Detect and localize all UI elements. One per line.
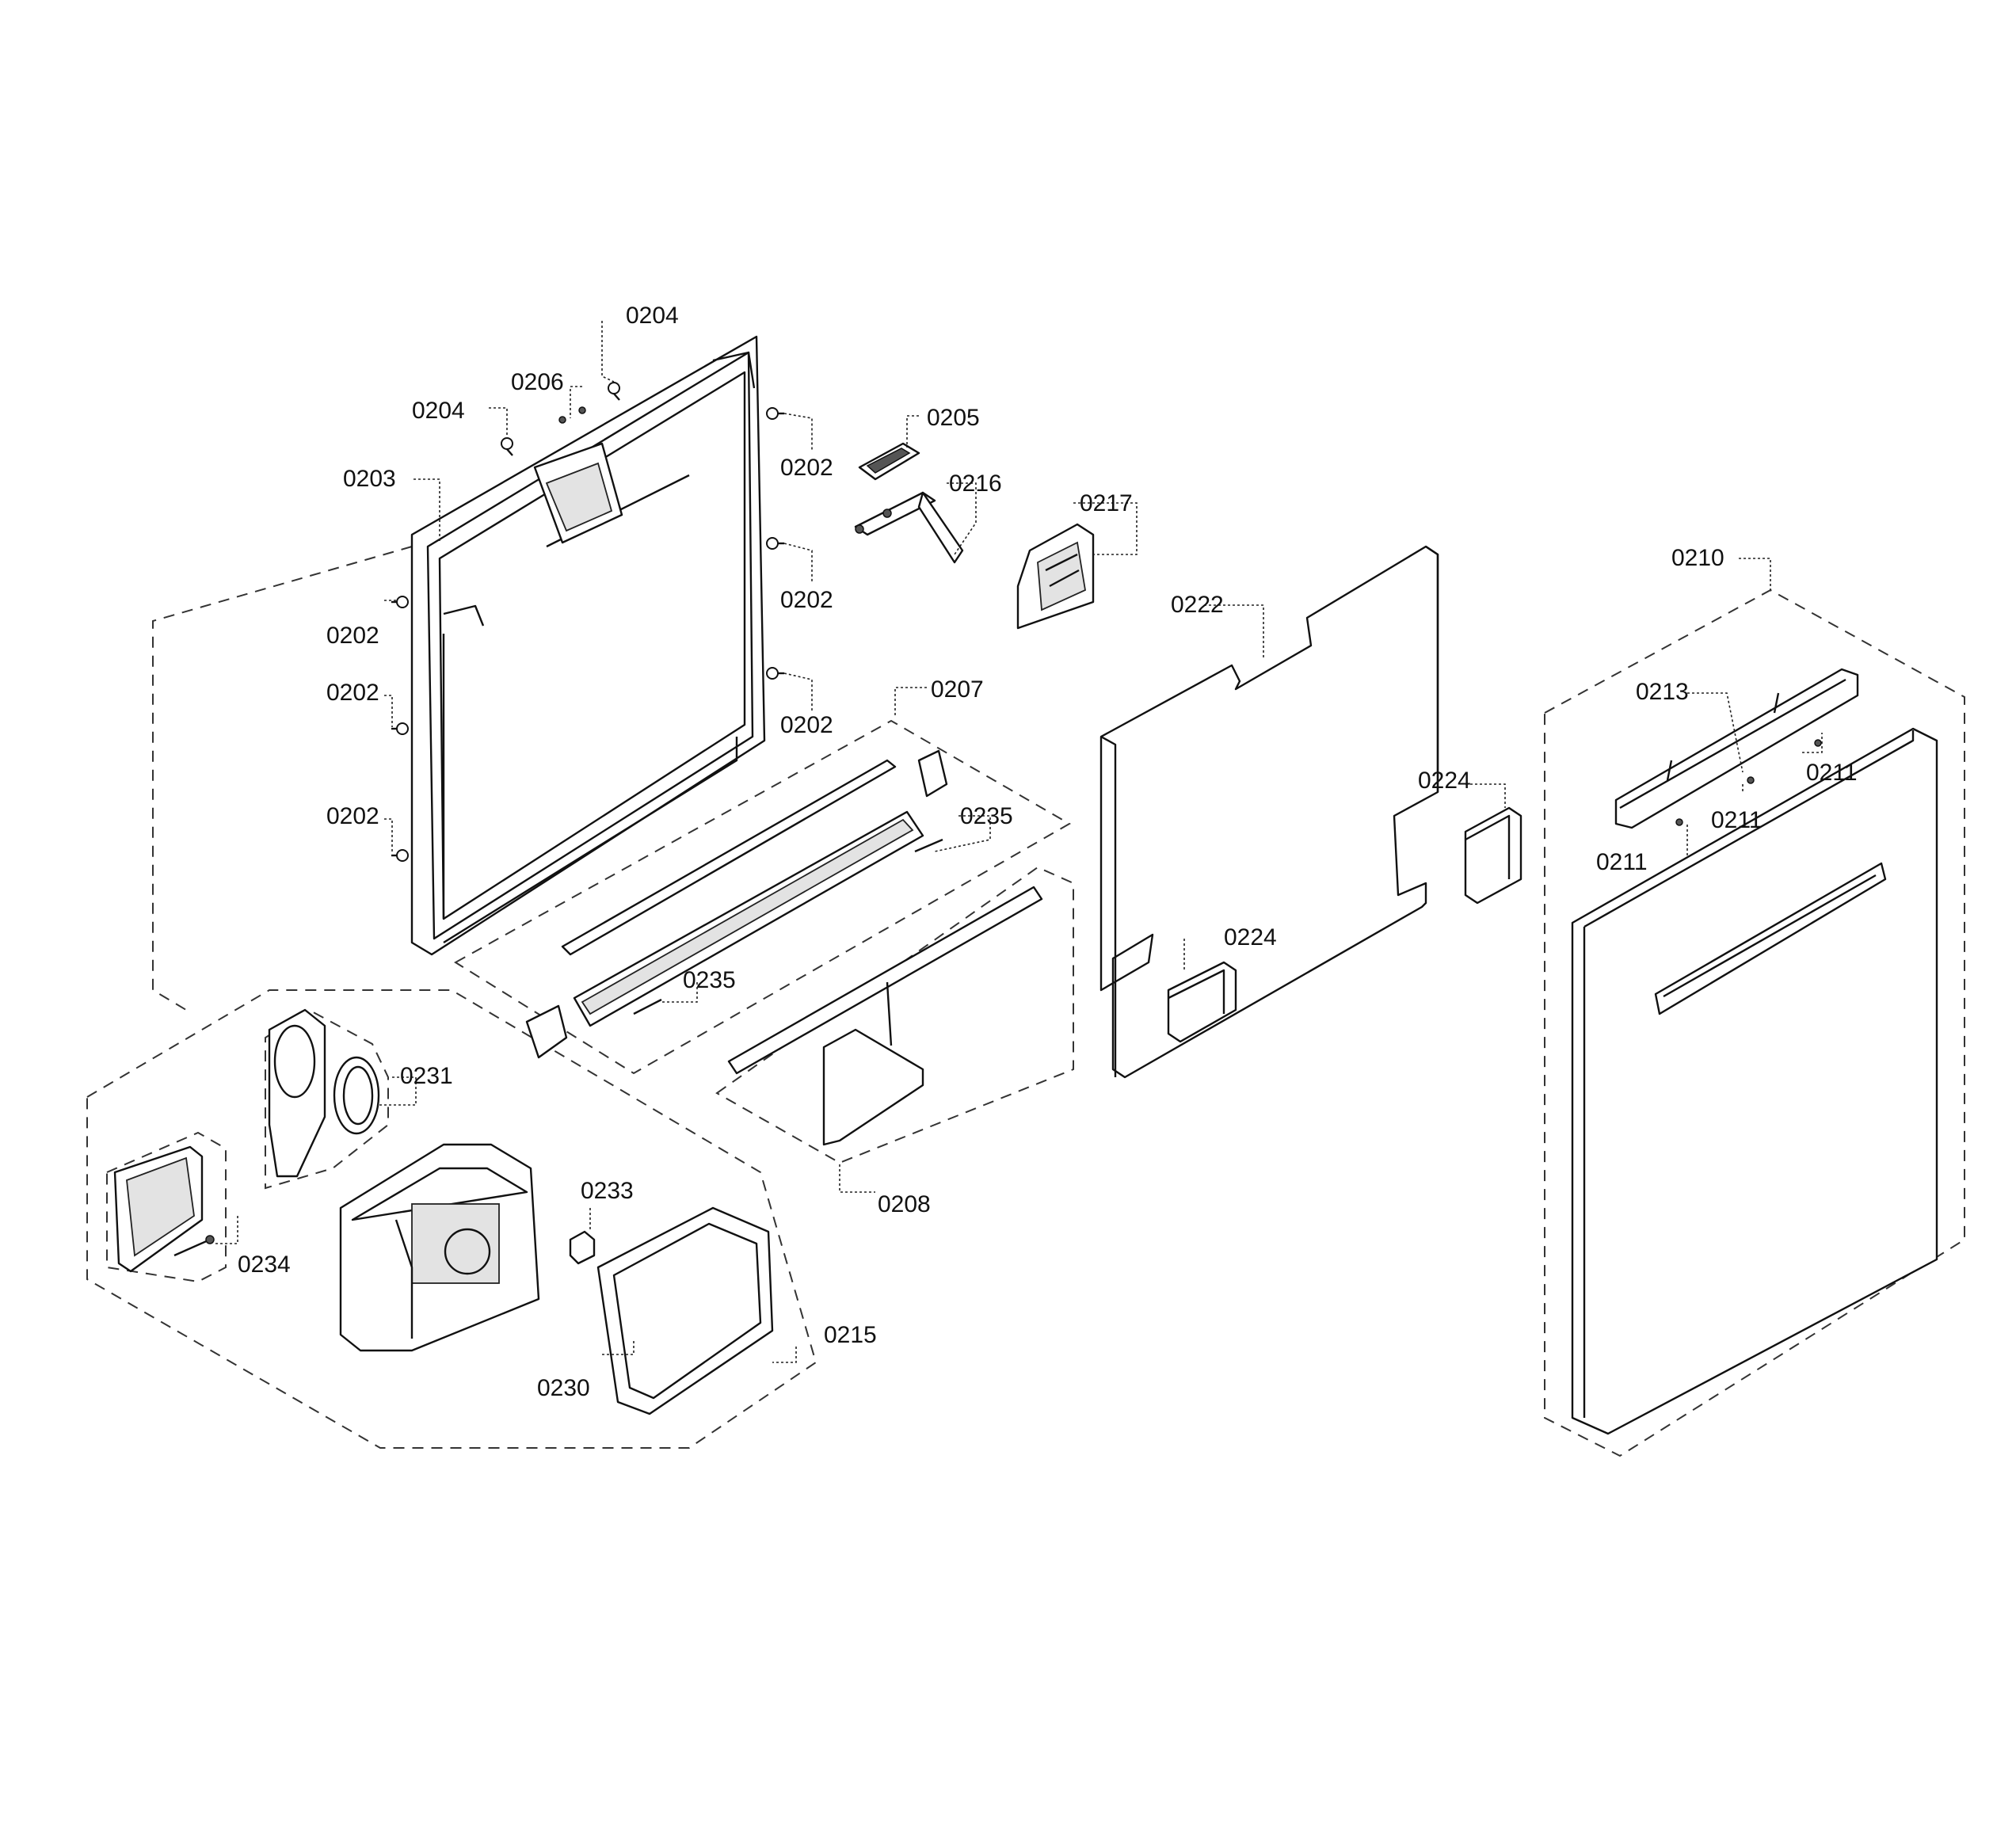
gasket-ring-0231 <box>333 1056 380 1135</box>
label-0205: 0205 <box>927 405 980 431</box>
label-0224: 0224 <box>1224 924 1277 951</box>
label-0207: 0207 <box>931 676 984 703</box>
label-0206: 0206 <box>511 369 564 395</box>
label-0234: 0234 <box>238 1251 291 1278</box>
insulation-panel-0222 <box>1099 545 1439 1079</box>
outer-door-panel-0210 <box>1571 727 1938 1435</box>
group-0231-outline <box>265 1008 389 1190</box>
label-0222: 0222 <box>1171 592 1224 618</box>
part-labels: 0204 0206 0204 0203 0202 0202 0202 0202 … <box>238 303 1858 1401</box>
label-0202: 0202 <box>326 803 379 829</box>
label-0202: 0202 <box>780 455 833 481</box>
hinge-bracket-0216 <box>854 491 964 564</box>
housing-0231 <box>268 1008 326 1178</box>
label-0215: 0215 <box>824 1322 877 1348</box>
group-outlines <box>86 546 1965 1457</box>
insulation-block-0224-b <box>1167 961 1237 1043</box>
label-0233: 0233 <box>581 1178 634 1204</box>
screw-icon <box>391 596 409 608</box>
group-0208-outline <box>715 866 1074 1164</box>
vent-cover-0217 <box>1016 523 1095 630</box>
screw-icon <box>766 667 784 680</box>
inner-door-liner-0203 <box>410 335 766 956</box>
label-0224: 0224 <box>1418 768 1471 794</box>
label-0211: 0211 <box>1711 807 1763 833</box>
label-0203: 0203 <box>343 466 396 492</box>
hinge-rail-0207 <box>525 749 948 1059</box>
label-0230: 0230 <box>537 1375 590 1401</box>
dispenser-gasket-0230 <box>596 1206 774 1415</box>
label-0208: 0208 <box>878 1191 931 1217</box>
screws <box>391 382 784 862</box>
group-0234-outline <box>106 1131 227 1283</box>
handle-recess <box>1654 862 1887 1015</box>
control-plate-0234 <box>113 1145 215 1273</box>
label-0235: 0235 <box>960 803 1013 829</box>
label-0202: 0202 <box>780 587 833 613</box>
label-0211: 0211 <box>1596 849 1648 875</box>
screw-icon <box>501 437 513 456</box>
label-0213: 0213 <box>1636 679 1689 705</box>
label-0202: 0202 <box>326 680 379 706</box>
screw-icon <box>391 849 409 862</box>
screw-icon <box>608 382 620 401</box>
latch-piece-0205 <box>858 442 920 481</box>
group-0207-outline <box>454 719 1072 1075</box>
screw-icon <box>766 537 784 550</box>
label-0231: 0231 <box>400 1063 453 1089</box>
lower-rail-0208 <box>727 886 1043 1146</box>
label-0204: 0204 <box>412 398 465 424</box>
control-module <box>339 1143 540 1352</box>
insulation-block-0224-a <box>1464 806 1522 905</box>
screw-icon <box>578 406 586 414</box>
label-0210: 0210 <box>1671 545 1724 571</box>
inner-door-group-connector <box>152 546 413 1013</box>
label-0211: 0211 <box>1806 760 1858 786</box>
clip-0233 <box>569 1230 596 1265</box>
handle-0213 <box>1614 668 1859 829</box>
label-0217: 0217 <box>1080 490 1133 516</box>
label-0202: 0202 <box>780 712 833 738</box>
group-0215-outline <box>86 989 817 1449</box>
label-0204: 0204 <box>626 303 679 329</box>
label-0202: 0202 <box>326 623 379 649</box>
screw-icon <box>391 722 409 735</box>
leader-lines <box>214 321 1823 1363</box>
label-0235: 0235 <box>683 967 736 993</box>
screw-icon <box>766 407 784 420</box>
screw-icon <box>558 416 566 424</box>
label-0216: 0216 <box>949 470 1002 497</box>
